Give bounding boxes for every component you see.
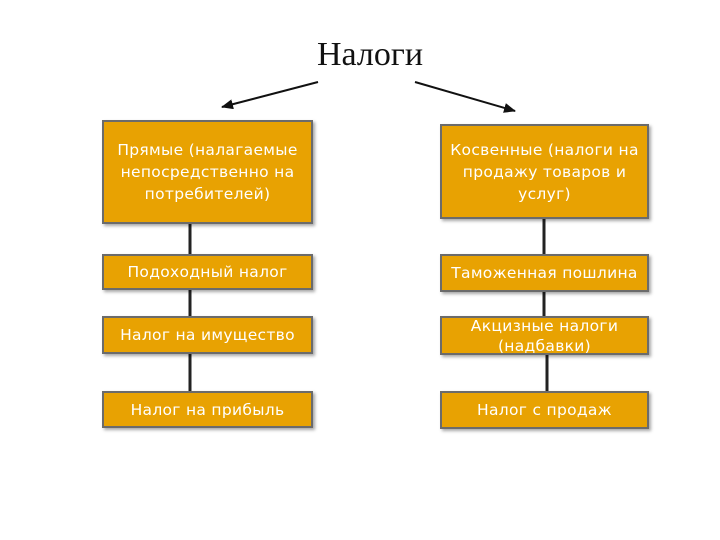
profit-tax-box: Налог на прибыль: [102, 391, 313, 428]
diagram-title: Налоги: [316, 36, 424, 73]
property-tax-label: Налог на имущество: [120, 326, 295, 344]
indirect-taxes-label: Косвенные (налоги на продажу товаров и у…: [450, 140, 639, 203]
direct-taxes-label: Прямые (налагаемые непосредственно на по…: [117, 141, 298, 203]
income-tax-box: Подоходный налог: [102, 254, 313, 290]
customs-duty-label: Таможенная пошлина: [451, 264, 638, 282]
sales-tax-box: Налог с продаж: [440, 391, 649, 429]
excise-taxes-label: Акцизные налоги (надбавки): [470, 316, 619, 355]
indirect-taxes-box: Косвенные (налоги на продажу товаров и у…: [440, 124, 649, 219]
arrow-to-indirect: [414, 81, 516, 113]
arrow-to-direct: [221, 81, 319, 110]
direct-taxes-box: Прямые (налагаемые непосредственно на по…: [102, 120, 313, 224]
profit-tax-label: Налог на прибыль: [130, 400, 285, 419]
income-tax-label: Подоходный налог: [127, 263, 288, 281]
excise-taxes-box: Акцизные налоги (надбавки): [440, 316, 649, 355]
property-tax-box: Налог на имущество: [102, 316, 313, 354]
sales-tax-label: Налог с продаж: [477, 401, 612, 419]
customs-duty-box: Таможенная пошлина: [440, 254, 649, 292]
